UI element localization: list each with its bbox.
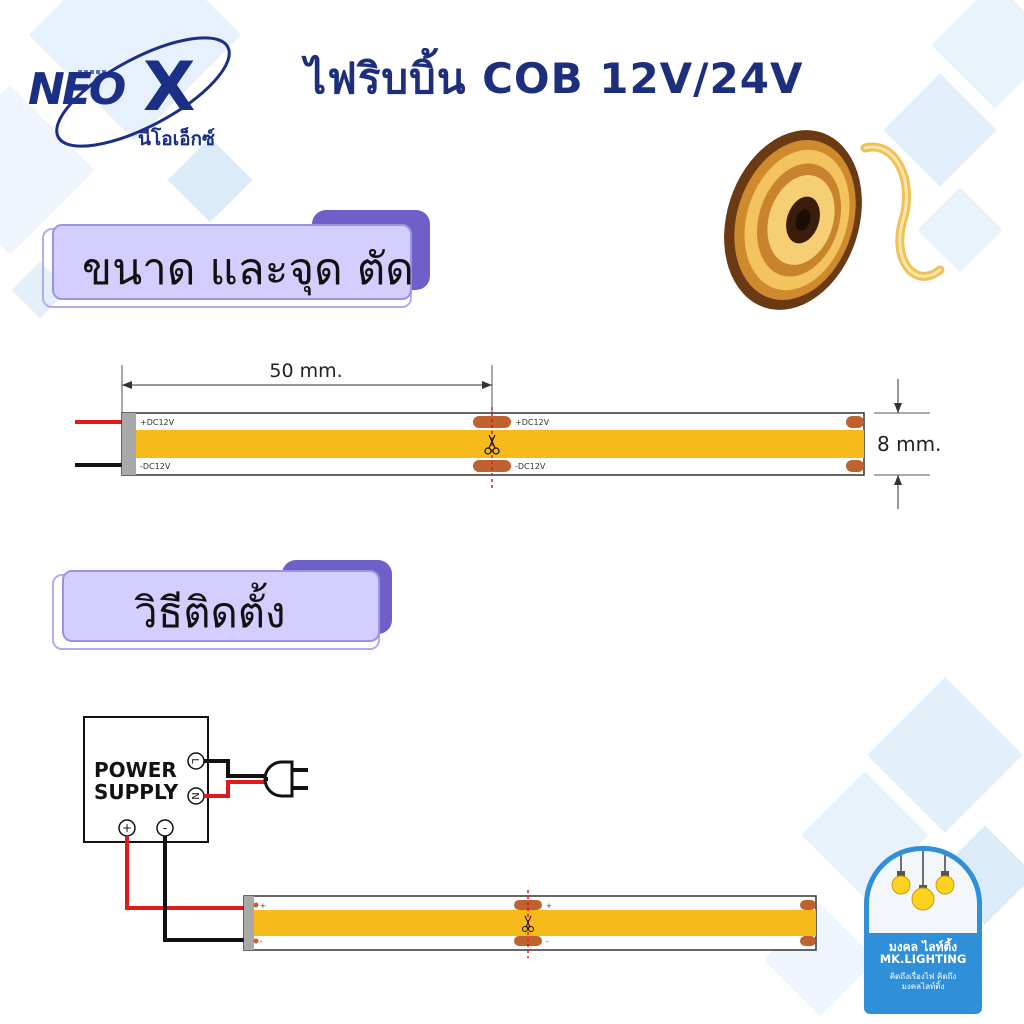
pad-label-negative-mid: -DC12V bbox=[515, 462, 546, 471]
tab-body bbox=[52, 224, 412, 300]
width-arrowhead-bottom bbox=[894, 475, 902, 485]
power-supply-box bbox=[83, 716, 209, 843]
led-reel-image bbox=[724, 130, 945, 310]
ac-wire-live bbox=[204, 759, 268, 778]
badge-slogan-2: มงคลไลท์ติ้ง bbox=[901, 982, 945, 991]
terminal-neutral-label: N bbox=[189, 792, 200, 799]
strip-end-cap bbox=[244, 896, 254, 950]
pad-label-negative-left: -DC12V bbox=[140, 462, 171, 471]
section-title-size: ขนาด และจุด ตัด bbox=[82, 244, 414, 295]
terminal-minus-label: - bbox=[163, 821, 167, 835]
copper-dot-bottom bbox=[253, 938, 259, 944]
arrowhead-right bbox=[482, 381, 492, 389]
badge-slogan-1: คิดถึงเรื่องไฟ คิดถึง bbox=[889, 972, 957, 981]
arrowhead-left bbox=[122, 381, 132, 389]
scissors-icon bbox=[522, 915, 534, 932]
section-tab-size: ขนาด และจุด ตัด bbox=[42, 210, 432, 312]
length-label: 50 mm. bbox=[269, 360, 342, 382]
wiring-diagram: POWER SUPPLY L N + - + - bbox=[83, 716, 817, 958]
logo-orbit-icon bbox=[55, 36, 231, 148]
badge-name-thai: มงคล ไลท์ติ้ง bbox=[888, 940, 958, 954]
scissors-icon bbox=[484, 434, 500, 455]
light-bulbs-icon bbox=[891, 851, 955, 911]
logo-thai-text: นีโอเอ็กซ์ bbox=[138, 128, 215, 150]
pad-plus-mid: + bbox=[546, 902, 552, 910]
cob-led-line bbox=[254, 910, 816, 936]
page-title: ไฟริบบิ้น COB 12V/24V bbox=[305, 54, 804, 103]
pad-minus-left: - bbox=[260, 938, 263, 946]
plug-icon bbox=[263, 760, 308, 798]
terminal-plus-label: + bbox=[122, 821, 132, 835]
badge-name-en: MK.LIGHTING bbox=[879, 952, 967, 966]
copper-pad-end-bottom bbox=[800, 936, 816, 946]
width-arrowhead-top bbox=[894, 403, 902, 413]
pad-plus-left: + bbox=[260, 902, 266, 910]
power-supply-label-2: SUPPLY bbox=[94, 780, 179, 804]
dc-wire-positive bbox=[125, 836, 244, 910]
badge-inner bbox=[869, 851, 977, 1009]
ac-wire-neutral bbox=[204, 780, 268, 798]
copper-pad-bottom bbox=[473, 460, 511, 472]
copper-pad-end-bottom bbox=[846, 460, 864, 472]
brand-logo: NEO X นีโอเอ็กซ์ bbox=[18, 20, 258, 155]
copper-pad-end-top bbox=[800, 900, 816, 910]
terminal-live-label: L bbox=[189, 758, 200, 764]
mk-lighting-badge: มงคล ไลท์ติ้ง MK.LIGHTING คิดถึงเรื่องไฟ… bbox=[864, 846, 982, 1014]
pad-label-positive-mid: +DC12V bbox=[515, 418, 550, 427]
pad-label-positive-left: +DC12V bbox=[140, 418, 175, 427]
width-label: 8 mm. bbox=[877, 432, 941, 456]
power-supply-label-1: POWER bbox=[94, 758, 177, 782]
dc-wire-negative bbox=[163, 836, 244, 942]
section-title-install: วิธีติดตั้ง bbox=[134, 588, 286, 637]
pad-minus-mid: - bbox=[546, 938, 549, 946]
cob-led-line bbox=[136, 430, 864, 458]
logo-x-mark: X bbox=[143, 48, 196, 127]
tab-body bbox=[62, 570, 380, 642]
strip-end-cap bbox=[122, 413, 136, 475]
section-tab-install: วิธีติดตั้ง bbox=[52, 560, 397, 652]
logo-wordmark: NEO bbox=[28, 64, 126, 115]
badge-text-panel bbox=[869, 933, 977, 1009]
copper-pad-end-top bbox=[846, 416, 864, 428]
copper-dot-top bbox=[253, 902, 259, 908]
strip-dimension-diagram: 50 mm. +DC12V -DC12V +DC12V -DC12V bbox=[75, 360, 941, 509]
